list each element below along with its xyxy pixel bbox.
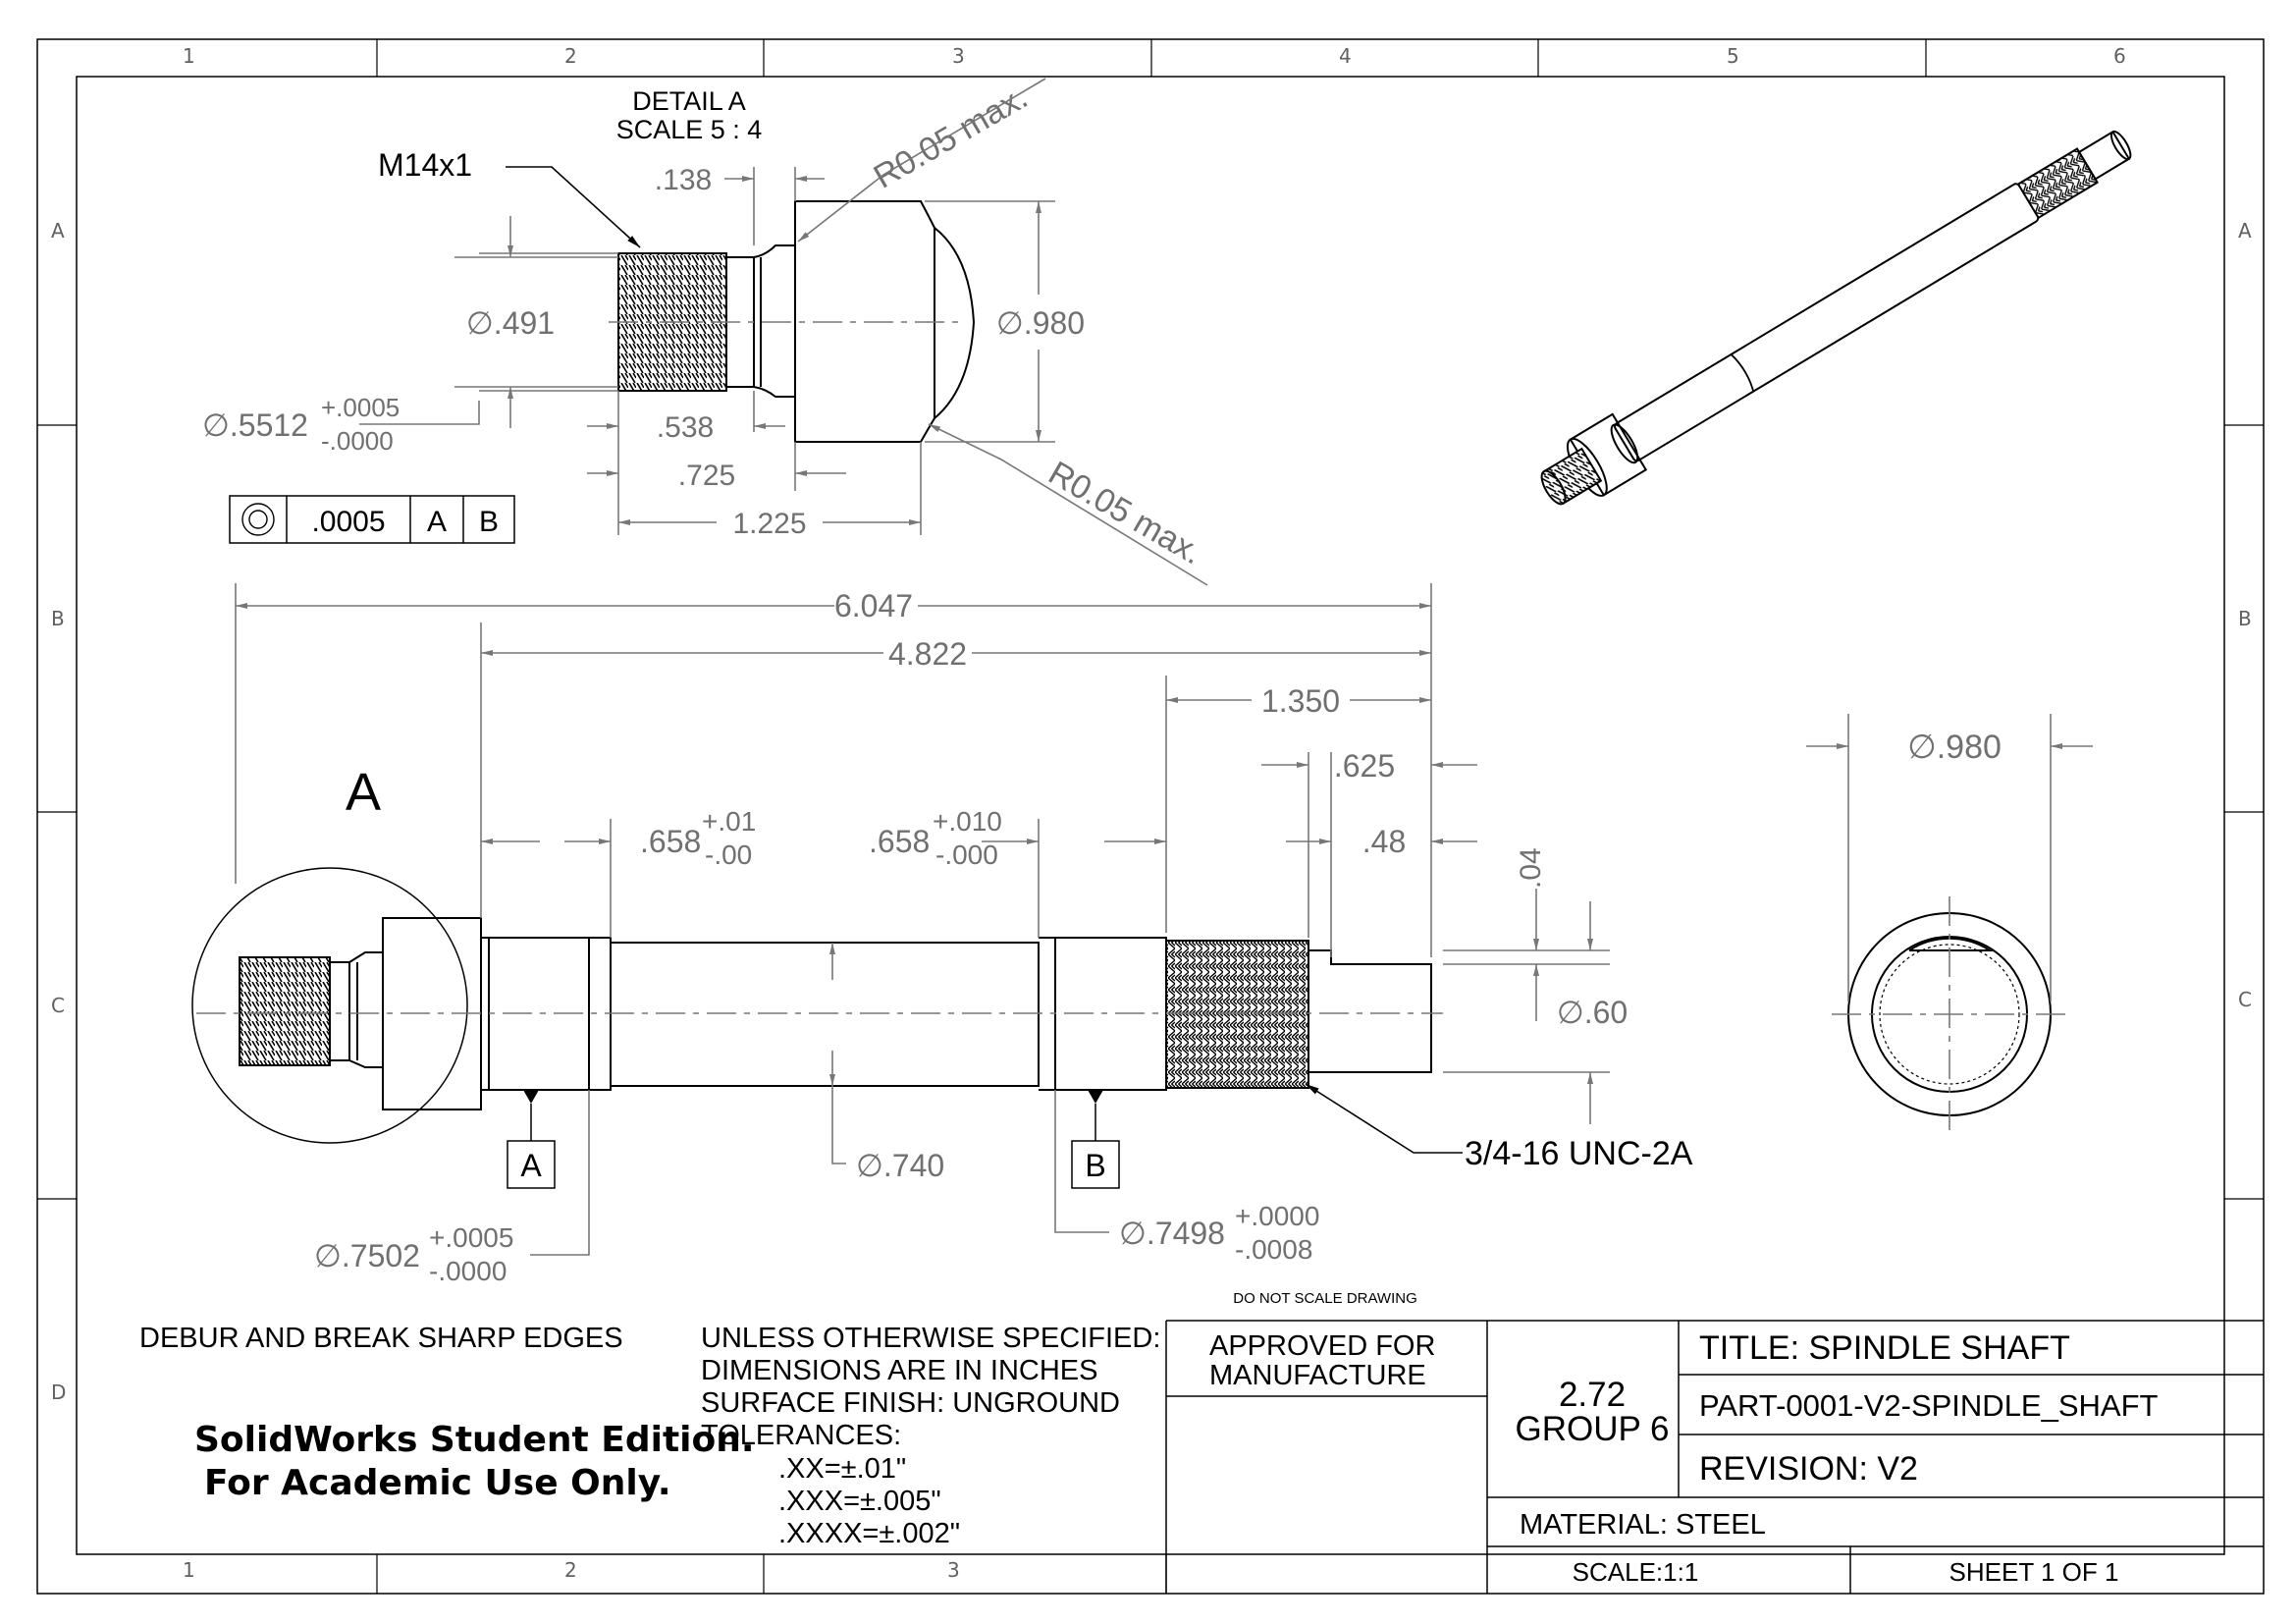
- notes: DO NOT SCALE DRAWING DEBUR AND BREAK SHA…: [139, 1290, 1417, 1549]
- dim-4822: 4.822: [888, 636, 967, 672]
- row-label: C: [51, 994, 65, 1017]
- end-dim-dia-980: ∅.980: [1907, 729, 2002, 766]
- datum-a: A: [520, 1148, 542, 1183]
- dim-658a-plus: +.01: [702, 806, 756, 837]
- part-number: PART-0001-V2-SPINDLE_SHAFT: [1699, 1388, 2159, 1423]
- detail-scale: SCALE 5 : 4: [616, 115, 763, 144]
- dim-658b-minus: -.000: [935, 839, 998, 870]
- datum-b: B: [1085, 1148, 1105, 1183]
- dim-dia-7498-plus: +.0000: [1235, 1201, 1319, 1231]
- col-label: 1: [183, 1558, 195, 1582]
- dim-138: .138: [655, 164, 712, 196]
- dim-658a-minus: -.00: [705, 839, 752, 870]
- col-label: 3: [947, 1558, 960, 1582]
- dim-dia-740: ∅.740: [856, 1148, 944, 1183]
- fcf-tolerance: .0005: [311, 506, 385, 538]
- dim-dia-7502: ∅.7502: [314, 1238, 420, 1273]
- sheet-label: SHEET 1 OF 1: [1949, 1557, 2119, 1587]
- dim-dia-5512-tol-minus: -.0000: [321, 426, 394, 456]
- dim-1225: 1.225: [732, 508, 806, 540]
- feature-control-frame: .0005 A B: [229, 495, 515, 544]
- dim-dia-7498: ∅.7498: [1119, 1216, 1225, 1251]
- tolerance-xxx: .XXX=±.005": [778, 1486, 941, 1517]
- dim-dia-5512-tol-plus: +.0005: [321, 393, 400, 422]
- group-label: GROUP 6: [1516, 1410, 1670, 1448]
- dim-725: .725: [678, 460, 735, 492]
- col-label: 4: [1339, 44, 1352, 68]
- main-view: A 6.047 4.822 1.350 .625 .4: [191, 583, 1693, 1286]
- scale-label: SCALE:1:1: [1573, 1557, 1699, 1587]
- dim-538: .538: [657, 411, 714, 444]
- col-label: 6: [2113, 44, 2126, 68]
- dim-48: .48: [1362, 824, 1406, 859]
- dim-dia-7498-minus: -.0008: [1235, 1234, 1312, 1265]
- dim-658b: .658: [869, 824, 930, 859]
- dim-04: .04: [1515, 847, 1547, 889]
- revision-label: REVISION: V2: [1699, 1450, 1918, 1488]
- weight-value: 2.72: [1559, 1376, 1626, 1414]
- col-label: 5: [1727, 44, 1739, 68]
- dim-dia-5512: ∅.5512: [202, 407, 308, 443]
- col-label: 3: [952, 44, 965, 68]
- approved-line-1: APPROVED FOR: [1209, 1330, 1435, 1362]
- dim-dia-491: ∅.491: [466, 305, 555, 341]
- detail-circle: [191, 867, 468, 1144]
- fcf-datum-2: B: [479, 506, 499, 538]
- general-note-3: SURFACE FINISH: UNGROUND: [701, 1387, 1120, 1419]
- detail-thread-callout: M14x1: [378, 147, 472, 183]
- dim-658a: .658: [640, 824, 701, 859]
- general-note-2: DIMENSIONS ARE IN INCHES: [701, 1355, 1097, 1386]
- watermark-line-2: For Academic Use Only.: [204, 1463, 671, 1503]
- debur-note: DEBUR AND BREAK SHARP EDGES: [139, 1323, 623, 1354]
- col-label: 2: [564, 44, 577, 68]
- row-label: B: [51, 607, 65, 630]
- grid-labels: 1 2 3 4 5 6 A B C D A B C 1 2 3: [51, 44, 2252, 1582]
- dim-radius-top: R0.05 max.: [868, 79, 1035, 196]
- fcf-datum-1: A: [427, 506, 447, 538]
- row-label: A: [51, 219, 65, 243]
- dim-radius-bottom: R0.05 max.: [1042, 455, 1209, 572]
- row-label: C: [2238, 988, 2252, 1011]
- isometric-view: [1540, 130, 2132, 506]
- dim-dia-7502-plus: +.0005: [429, 1222, 513, 1253]
- do-not-scale: DO NOT SCALE DRAWING: [1233, 1290, 1417, 1307]
- dim-1350: 1.350: [1261, 683, 1340, 719]
- watermark-line-1: SolidWorks Student Edition.: [194, 1420, 755, 1460]
- tolerance-xx: .XX=±.01": [778, 1453, 906, 1485]
- approved-line-2: MANUFACTURE: [1209, 1360, 1426, 1391]
- detail-title: DETAIL A: [632, 86, 746, 116]
- dim-dia-980: ∅.980: [996, 305, 1085, 341]
- general-note-4: TOLERANCES:: [701, 1420, 901, 1451]
- general-note-1: UNLESS OTHERWISE SPECIFIED:: [701, 1323, 1160, 1354]
- material-label: MATERIAL: STEEL: [1520, 1509, 1766, 1541]
- dim-658b-plus: +.010: [933, 806, 1002, 837]
- title-block: APPROVED FOR MANUFACTURE 2.72 GROUP 6 TI…: [1165, 1320, 2264, 1594]
- end-view: ∅.980: [1806, 714, 2093, 1132]
- row-label: D: [51, 1380, 66, 1404]
- dim-625: .625: [1334, 748, 1395, 784]
- row-label: A: [2238, 219, 2252, 243]
- tolerance-xxxx: .XXXX=±.002": [778, 1518, 960, 1549]
- col-label: 1: [183, 44, 195, 68]
- title-label: TITLE: SPINDLE SHAFT: [1699, 1329, 2070, 1367]
- row-label: B: [2238, 607, 2252, 630]
- detail-circle-label: A: [346, 763, 381, 822]
- concentricity-icon: [241, 503, 275, 536]
- dim-6047: 6.047: [834, 588, 913, 623]
- dim-dia-60: ∅.60: [1557, 995, 1628, 1030]
- dim-dia-7502-minus: -.0000: [429, 1256, 507, 1286]
- col-label: 2: [564, 1558, 577, 1582]
- thread-callout: 3/4-16 UNC-2A: [1465, 1135, 1693, 1172]
